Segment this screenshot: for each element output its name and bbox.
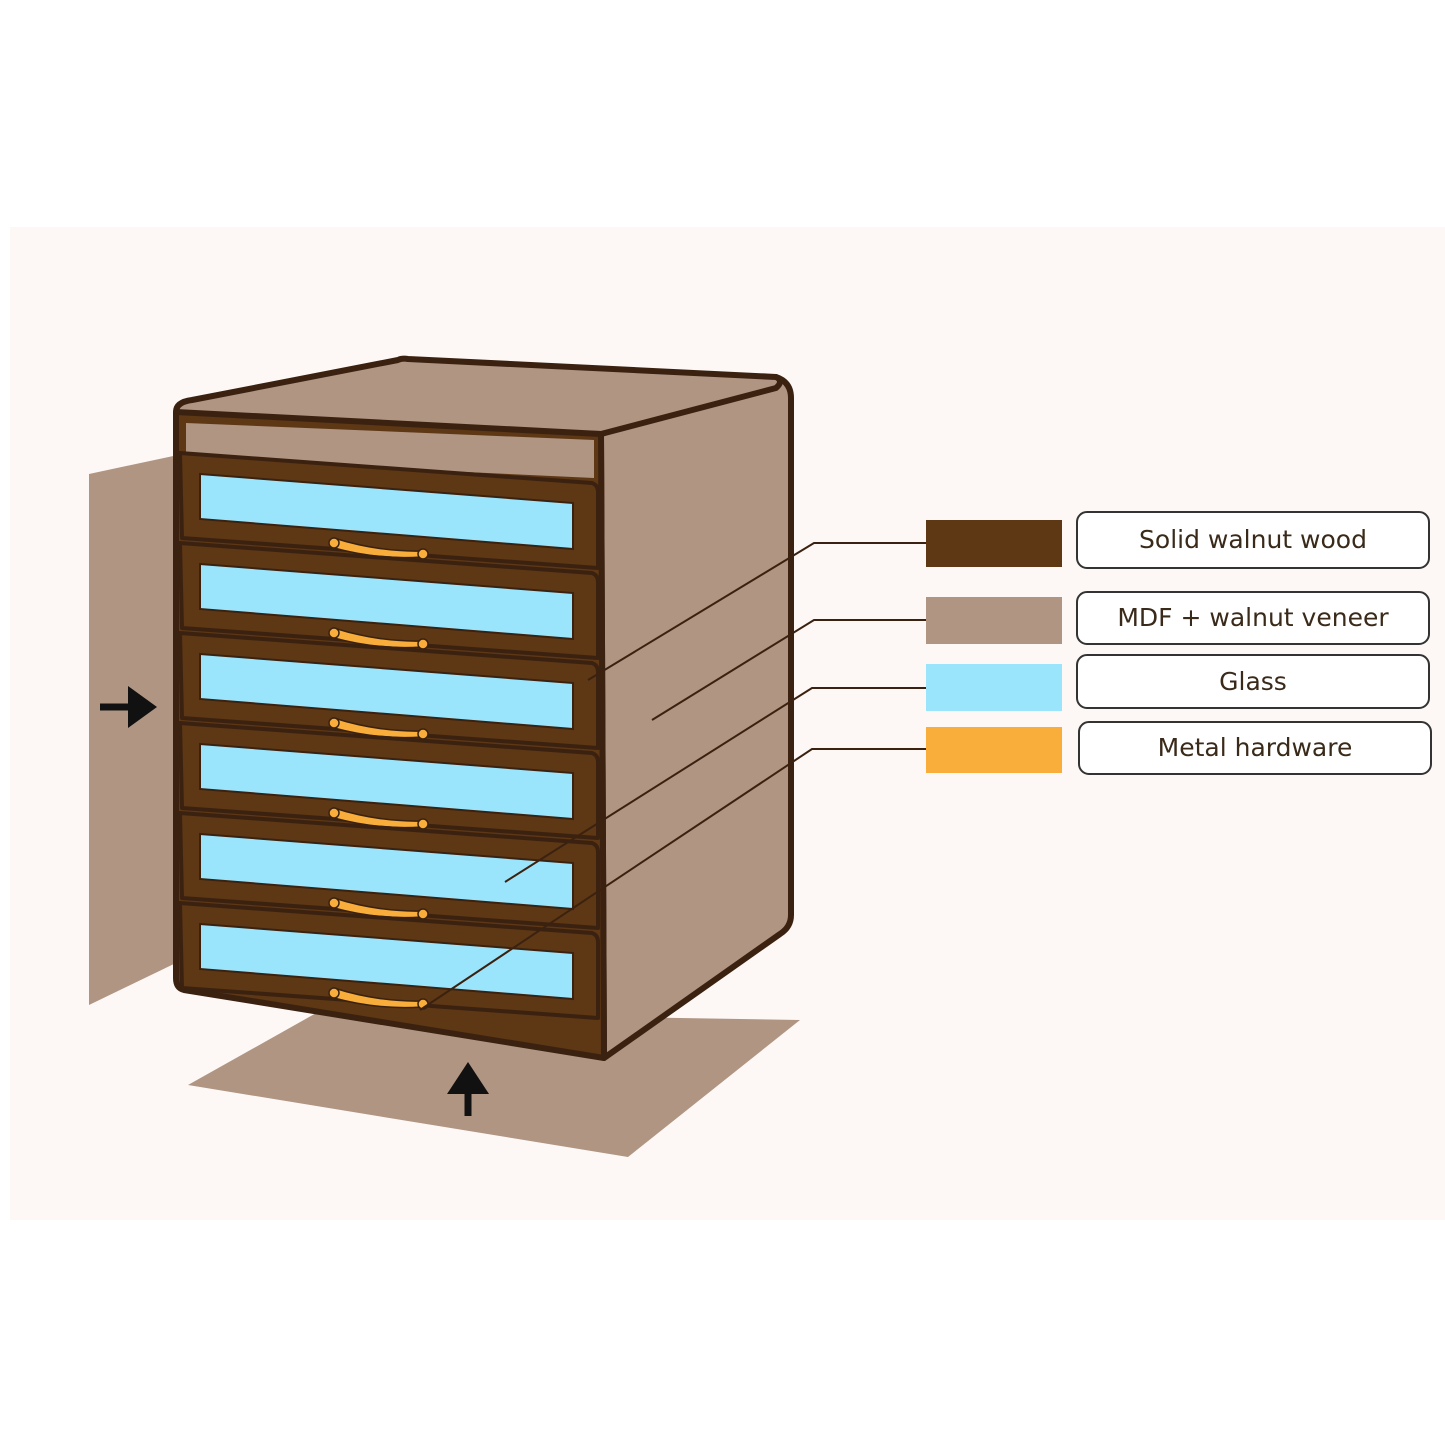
legend-label-veneer: MDF + walnut veneer [1117,603,1389,632]
drawer-glass [199,562,574,641]
cabinet-top [173,355,783,437]
legend-swatch-veneer [926,597,1062,644]
drawer [178,901,600,1020]
legend-swatch-hardware [926,727,1062,773]
floor-panel [188,1012,800,1157]
handle-knob-left [328,987,340,999]
leader-line-solid-walnut [587,542,926,681]
drawer-stack [178,451,600,1020]
legend-label-hardware: Metal hardware [1158,733,1353,762]
up-arrow-icon [447,1062,489,1116]
legend-label-glass: Glass [1219,667,1287,696]
right-arrow-icon [100,686,157,728]
drawer [178,451,600,570]
drawer-glass [199,472,574,551]
legend-label-solid-walnut: Solid walnut wood [1139,525,1367,554]
legend-label-box-veneer [1076,591,1430,645]
handle-knob-right [417,818,429,830]
legend-swatch-glass [926,664,1062,711]
leader-line-glass [504,687,926,883]
drawer [178,721,600,840]
left-side-panel [89,455,178,1005]
leader-lines [419,542,926,1011]
leader-line-hardware [419,748,926,1011]
handle-knob-left [328,807,340,819]
drawer [178,811,600,930]
legend-label-box-glass [1076,654,1430,709]
handle-knob-left [328,627,340,639]
front-top-rail [186,423,594,478]
handle-knob-right [417,548,429,560]
handle-knob-right [417,638,429,650]
legend-swatch-solid-walnut [926,520,1062,567]
handle-knob-left [328,537,340,549]
material-legend: Solid walnut wood MDF + walnut veneer Gl… [926,511,1432,775]
handle-knob-left [328,717,340,729]
drawer-glass [199,742,574,821]
handle-knob-left [328,897,340,909]
handle-knob-right [417,908,429,920]
legend-label-box-hardware [1078,721,1432,775]
drawer [178,631,600,750]
handle-knob-right [417,728,429,740]
legend-label-box-solid-walnut [1076,511,1430,569]
drawer [178,541,600,660]
drawer-glass [199,922,574,1001]
drawer-glass [199,652,574,731]
leader-line-veneer [651,619,926,721]
